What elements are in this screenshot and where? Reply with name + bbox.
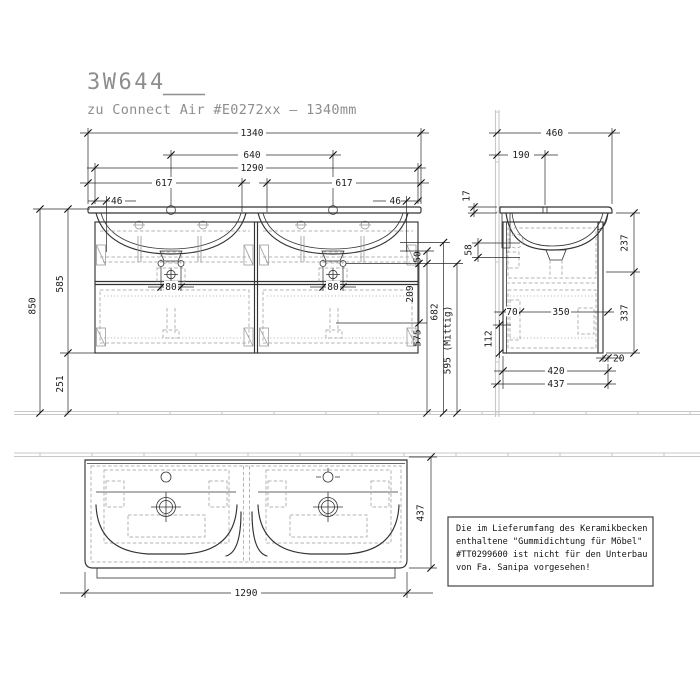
side-washbasin: [499, 206, 613, 275]
dim-front-center-height: 595 (Mittig): [443, 306, 454, 375]
dim-side-upper-height: 237: [620, 234, 631, 251]
side-faucet-hole: [542, 207, 548, 213]
dim-front-edge-left: 46: [111, 196, 123, 207]
plan-basin-left: [95, 469, 238, 555]
note-line-2: enthaltene "Gummidichtung für Möbel": [456, 537, 642, 547]
drain-fittings: [159, 250, 345, 262]
front-dimensions: 1340 640 1290 617 617 46: [28, 127, 463, 418]
dim-front-basin-right: 617: [335, 178, 352, 189]
model-number: 3W644: [87, 70, 166, 95]
front-washbasin: [87, 205, 422, 262]
dim-front-total-width: 1340: [241, 128, 264, 139]
front-view: 1340 640 1290 617 617 46: [28, 127, 463, 418]
dim-side-cabinet-depth: 420: [547, 366, 564, 377]
overflow-symbols: [133, 220, 371, 230]
handle-holes-left: [156, 260, 186, 282]
note-line-1: Die im Lieferumfang des Keramikbecken: [456, 524, 647, 534]
floor-line-front: [14, 410, 700, 416]
dim-side-total-depth: 460: [546, 128, 563, 139]
dim-front-faucet-spacing: 640: [243, 150, 260, 161]
title-block: 3W644 zu Connect Air #E0272xx – 1340mm: [87, 70, 357, 118]
dim-front-drain-height: 682: [430, 303, 441, 320]
dim-side-lower-height: 337: [620, 304, 631, 321]
plan-cabinet: [84, 459, 408, 579]
dim-side-back-offset: 70: [506, 307, 518, 318]
plan-basin-right: [257, 468, 400, 555]
dim-side-overall-depth: 437: [547, 379, 564, 390]
dim-handle-pitch-left: 80: [165, 282, 177, 293]
dim-front-edge-right: 46: [390, 196, 402, 207]
side-dimensions: 460 190 17 58 237 337 70 350: [462, 127, 640, 390]
dim-front-handle-offset: 209: [405, 285, 416, 302]
dim-plan-depth: 437: [416, 504, 427, 521]
plan-drain-left: [151, 492, 181, 522]
dim-handle-pitch-right: 80: [327, 282, 339, 293]
wall-line-plan: [14, 452, 700, 458]
plan-dimensions: 1290 437: [60, 452, 437, 599]
dim-front-gap-50: 50: [413, 251, 424, 263]
plan-drain-right: [313, 492, 343, 522]
dim-side-top-offset: 58: [464, 244, 475, 256]
note-line-4: von Fa. Sanipa vorgesehen!: [456, 563, 591, 573]
side-view: 460 190 17 58 237 337 70 350: [462, 127, 640, 390]
dim-front-basin-left: 617: [155, 178, 172, 189]
plan-faucet-hole-left: [160, 471, 172, 483]
dim-side-inner-depth: 350: [552, 307, 569, 318]
dim-side-front-gap: 20: [613, 354, 625, 365]
front-cabinet: [94, 221, 419, 354]
front-cabinet-internals-right: [259, 230, 417, 347]
dim-plan-width: 1290: [235, 588, 258, 599]
dim-side-rim-thickness: 17: [462, 190, 473, 201]
dim-front-total-height: 850: [28, 297, 39, 314]
dim-front-cabinet-width: 1290: [241, 163, 264, 174]
compatibility-subtitle: zu Connect Air #E0272xx – 1340mm: [87, 102, 357, 118]
side-cabinet: [502, 221, 604, 354]
dim-side-bottom-offset: 112: [484, 330, 495, 347]
plan-faucet-hole-right: [322, 471, 334, 483]
dim-front-handle-height: 575: [413, 329, 424, 346]
plan-view: 1290 437: [60, 452, 437, 599]
dim-front-cabinet-height: 585: [55, 275, 66, 292]
note-line-3: #TT0299600 ist nicht für den Unterbau: [456, 550, 647, 560]
dim-side-faucet-depth: 190: [512, 150, 529, 161]
plan-plinth: [96, 567, 396, 579]
dim-front-bottom-clearance: 251: [55, 375, 66, 392]
note-box: Die im Lieferumfang des Keramikbecken en…: [447, 516, 654, 587]
